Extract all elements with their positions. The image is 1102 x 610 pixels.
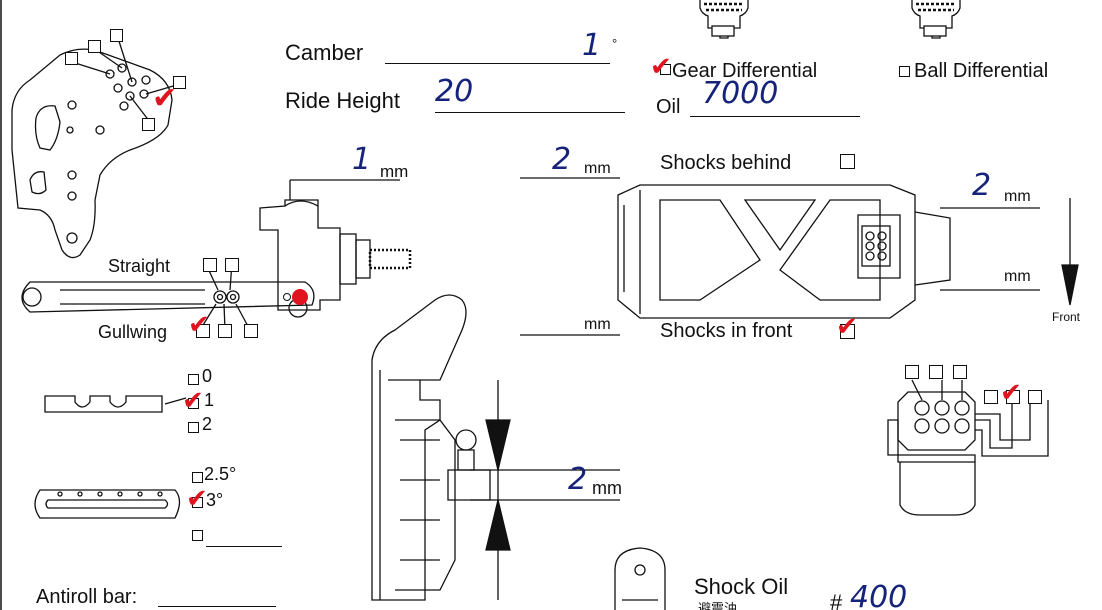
hub-offset-value[interactable]: 1 (352, 142, 372, 177)
arm-rear-lower-unit: mm (1004, 268, 1031, 285)
arm-rear-value[interactable]: 2 (972, 168, 992, 203)
gullwing-check-icon: ✔ (188, 310, 210, 340)
rear-arm-drawing (520, 177, 1040, 336)
spacer-0-checkbox[interactable] (188, 374, 199, 385)
shock-side-checkbox-3[interactable] (1028, 390, 1042, 404)
rear-hub-drawing (259, 179, 412, 311)
tower-hole-checkbox-5[interactable] (142, 118, 155, 131)
camber-label: Camber (285, 40, 364, 65)
shock-oil-hash: # (830, 590, 843, 610)
tower-hole-checkbox-4[interactable] (173, 76, 186, 89)
spacer-1-label: 1 (204, 390, 215, 410)
shock-oil-cn-label: 避震油 (698, 601, 738, 610)
oil-field-line (690, 116, 860, 117)
arm-front-unit: mm (584, 160, 611, 177)
shock-side-checkbox-1[interactable] (984, 390, 998, 404)
antiroll-mount-drawing (34, 489, 181, 519)
spacer-1-checkbox[interactable] (188, 398, 199, 409)
gullwing-label: Gullwing (98, 322, 168, 342)
shocks-behind-checkbox[interactable] (840, 154, 855, 169)
shocks-behind-label: Shocks behind (660, 152, 792, 174)
shock-oil-label: Shock Oil (694, 574, 789, 599)
upright-drawing (371, 294, 620, 601)
antiroll-field-line (158, 606, 276, 607)
gear-diff-check-icon: ✔ (650, 52, 672, 82)
front-arrow (1061, 198, 1079, 306)
camber-value[interactable]: 1 (582, 28, 602, 63)
angle-3-checkbox[interactable] (192, 497, 203, 508)
link-pivot-icon (283, 293, 291, 301)
shock-tower-drawing (11, 37, 181, 259)
straight-label: Straight (108, 256, 171, 276)
ride-height-label: Ride Height (285, 88, 400, 113)
gear-differential-drawing (699, 0, 749, 39)
straight-checkbox-2[interactable] (225, 258, 239, 272)
upright-offset-unit: mm (592, 478, 622, 498)
straight-checkbox-1[interactable] (203, 258, 217, 272)
ride-height-field-line (435, 112, 625, 113)
spacer-1-check-icon: ✔ (182, 386, 204, 416)
tower-check-icon: ✔ (152, 81, 178, 116)
camber-unit: ° (612, 36, 618, 51)
hub-offset-unit: mm (380, 162, 409, 181)
gear-diff-checkbox[interactable] (660, 64, 671, 75)
gullwing-checkbox-1[interactable] (196, 324, 210, 338)
arm-front-value[interactable]: 2 (552, 142, 572, 177)
shock-mount-drawing (887, 379, 1049, 516)
shock-hole-checkbox-2[interactable] (929, 365, 943, 379)
shocks-front-checkbox[interactable] (840, 324, 855, 339)
camber-field-line (385, 63, 610, 64)
ball-differential-drawing (911, 0, 961, 39)
arm-front-lower-unit: mm (584, 316, 611, 333)
gear-diff-label: Gear Differential (672, 60, 818, 82)
shock-side-checkbox-2[interactable] (1006, 390, 1020, 404)
angle-25-checkbox[interactable] (192, 472, 203, 483)
angle-25-label: 2.5° (204, 464, 237, 484)
tower-hole-checkbox-2[interactable] (88, 40, 101, 53)
shocks-front-label: Shocks in front (660, 320, 793, 342)
oil-label: Oil (656, 96, 681, 118)
shock-hole-checkbox-3[interactable] (953, 365, 967, 379)
angle-custom-checkbox[interactable] (192, 530, 203, 541)
tower-hole-checkbox-1[interactable] (65, 52, 78, 65)
shock-oil-value[interactable]: 400 (850, 580, 908, 610)
tower-hole-checkbox-3[interactable] (110, 29, 123, 42)
spacer-2-label: 2 (202, 414, 213, 434)
link-position-dot-icon (292, 289, 308, 305)
antiroll-label: Antiroll bar: (36, 586, 138, 608)
spacer-drawing (44, 395, 187, 413)
oil-value[interactable]: 7000 (702, 76, 779, 111)
ball-diff-checkbox[interactable] (899, 66, 910, 77)
upright-offset-value[interactable]: 2 (568, 462, 588, 497)
angle-custom-line (206, 546, 282, 547)
shocks-front-check-icon: ✔ (836, 312, 858, 342)
front-label: Front (1052, 310, 1081, 324)
spacer-2-checkbox[interactable] (188, 422, 199, 433)
shock-hole-checkbox-1[interactable] (905, 365, 919, 379)
gullwing-checkbox-2[interactable] (218, 324, 232, 338)
spacer-0-label: 0 (202, 366, 213, 386)
ball-diff-label: Ball Differential (914, 60, 1049, 82)
shock-side-check-icon: ✔ (1000, 378, 1022, 408)
angle-3-check-icon: ✔ (186, 484, 208, 514)
gullwing-checkbox-3[interactable] (244, 324, 258, 338)
arm-rear-unit: mm (1004, 188, 1031, 205)
angle-3-label: 3° (206, 490, 224, 510)
shock-cap-drawing (614, 547, 666, 610)
ride-height-value[interactable]: 20 (435, 74, 474, 109)
